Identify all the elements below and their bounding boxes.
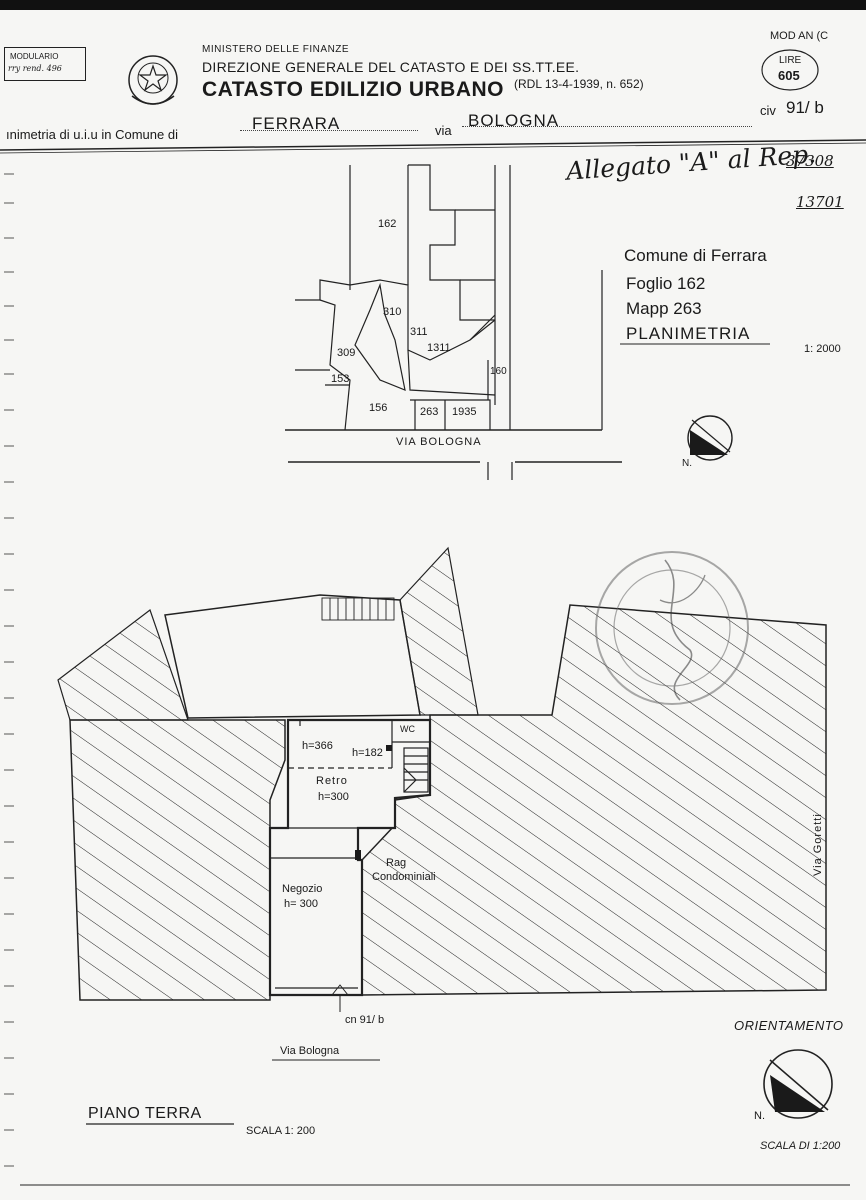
site-scale: 1: 2000 xyxy=(804,343,841,355)
parcel-1311: 1311 xyxy=(427,342,451,354)
header-rule xyxy=(0,139,866,151)
planimetria-line-label: ınimetria di u.i.u in Comune di xyxy=(6,127,178,142)
height-182: h=182 xyxy=(352,747,383,759)
planimetria-info: PLANIMETRIA xyxy=(626,324,751,343)
republic-emblem-icon xyxy=(128,55,178,105)
ministry-label: MINISTERO DELLE FINANZE xyxy=(202,44,350,55)
civic-number-label: cn 91/ b xyxy=(345,1014,385,1026)
parcel-160: 160 xyxy=(490,366,507,377)
via-value: BOLOGNA xyxy=(468,111,560,130)
repertorio-number: 37308 xyxy=(786,152,834,170)
parcel-310: 310 xyxy=(383,306,402,318)
scan-edge-top xyxy=(0,0,866,10)
via-bologna-label: Via Bologna xyxy=(280,1045,340,1057)
comune-info: Comune di Ferrara xyxy=(624,246,767,265)
lire-value: 605 xyxy=(778,68,800,83)
parcel-1935: 1935 xyxy=(452,406,477,418)
civ-label: civ xyxy=(760,103,776,118)
comune-value: FERRARA xyxy=(252,114,341,133)
height-366: h=366 xyxy=(302,740,333,752)
retro-height: h=300 xyxy=(318,791,349,803)
raccolta-number: 13701 xyxy=(796,193,844,211)
negozio-label: Negozio xyxy=(282,883,323,895)
floor-plan xyxy=(57,546,827,1012)
parcel-263: 263 xyxy=(420,406,439,418)
rag-label: Rag xyxy=(386,857,407,869)
retro-label: Retro xyxy=(316,775,348,787)
site-plan xyxy=(285,164,622,480)
civ-value: 91/ b xyxy=(786,98,824,117)
lire-label: LIRE xyxy=(779,55,802,66)
negozio-height: h= 300 xyxy=(284,898,318,910)
parcel-156: 156 xyxy=(369,402,388,414)
parcel-153: 153 xyxy=(331,373,350,385)
site-north-label: N. xyxy=(682,458,692,469)
floor-scale: SCALA 1: 200 xyxy=(246,1125,316,1137)
modulario-sub: rry rend. 496 xyxy=(8,64,62,73)
north-arrow-large-icon xyxy=(763,1049,833,1119)
margin-ticks xyxy=(4,173,14,1167)
footer-north-label: N. xyxy=(754,1110,765,1122)
via-label: via xyxy=(435,123,452,138)
parcel-309: 309 xyxy=(337,347,356,359)
via-goretti-label: Via Goretti xyxy=(812,813,824,876)
orientation-scale: SCALA DI 1:200 xyxy=(760,1140,841,1152)
wc-label: WC xyxy=(400,724,415,734)
mappale-info: Mapp 263 xyxy=(626,299,702,318)
document-title: CATASTO EDILIZIO URBANO xyxy=(202,78,504,101)
modulario-box xyxy=(4,47,86,81)
notary-stamp-icon xyxy=(595,551,749,705)
direction-label: DIREZIONE GENERALE DEL CATASTO E DEI SS.… xyxy=(202,59,580,75)
law-reference: (RDL 13-4-1939, n. 652) xyxy=(514,77,644,91)
modulario-label: MODULARIO xyxy=(10,52,59,61)
floor-name: PIANO TERRA xyxy=(88,1105,202,1122)
condominiali-label: Condominiali xyxy=(372,871,436,883)
model-code: MOD AN (C xyxy=(770,30,829,42)
foglio-info: Foglio 162 xyxy=(626,274,706,293)
site-street-label: VIA BOLOGNA xyxy=(396,436,482,448)
parcel-311: 311 xyxy=(410,326,428,338)
lire-stamp xyxy=(761,49,819,91)
parcel-162: 162 xyxy=(378,218,397,230)
orientamento-label: ORIENTAMENTO xyxy=(734,1018,844,1033)
north-arrow-small-icon xyxy=(687,415,733,461)
